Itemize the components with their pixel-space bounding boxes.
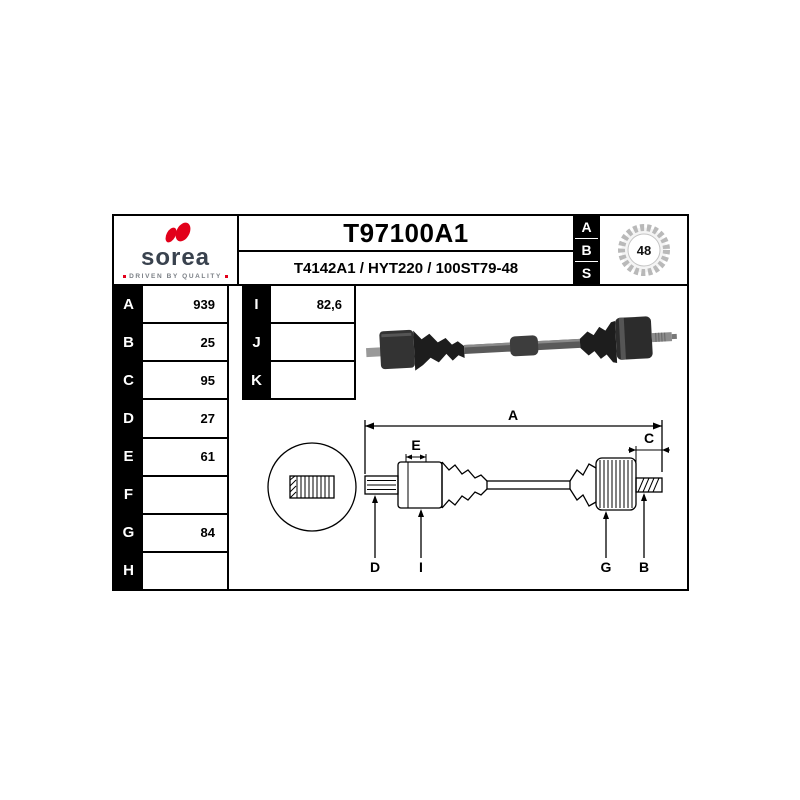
spec-value: 82,6	[316, 296, 342, 312]
spec-row: G 84	[114, 514, 227, 553]
spec-value: 27	[200, 410, 215, 426]
spec-row: J	[242, 324, 354, 362]
spec-row: H	[114, 552, 227, 589]
right-boot	[569, 463, 597, 507]
leader-arrows	[372, 493, 647, 558]
spec-label: K	[242, 362, 271, 398]
spec-table-main: A 939 B 25 C 95 D 27 E 61 F G 84 H	[114, 286, 229, 589]
abs-letter-s: S	[575, 262, 598, 284]
spec-value: 939	[193, 296, 215, 312]
dimension-e	[405, 454, 427, 462]
dim-label-a: A	[508, 407, 518, 423]
spec-value	[271, 362, 354, 398]
dim-label-i: I	[419, 559, 423, 575]
spec-row: F	[114, 476, 227, 515]
dimension-c	[628, 446, 670, 474]
spec-value: 25	[200, 334, 215, 350]
dim-label-e: E	[411, 437, 420, 453]
spec-value	[143, 553, 227, 589]
spec-label: D	[114, 400, 143, 437]
spec-label: H	[114, 552, 143, 589]
drive-shaft-photo	[366, 316, 677, 371]
brand-logo: sorea DRIVEN BY QUALITY	[114, 216, 239, 286]
left-boot	[441, 461, 488, 509]
spline-detail-circle	[267, 442, 357, 532]
brand-name: sorea	[140, 243, 211, 271]
spec-label: G	[114, 514, 143, 551]
dimension-a	[364, 420, 663, 474]
abs-column: A B S	[575, 216, 600, 286]
abs-gear-box: 48	[600, 216, 687, 286]
spec-label: I	[242, 286, 271, 322]
spec-value	[271, 324, 354, 360]
part-number-title: T97100A1	[239, 216, 573, 252]
abs-letter-a: A	[575, 216, 598, 238]
spec-row: I 82,6	[242, 286, 354, 324]
spec-value: 84	[200, 525, 215, 541]
spec-row: D 27	[114, 400, 227, 439]
spec-label: B	[114, 324, 143, 361]
dim-label-g: G	[601, 559, 612, 575]
spec-row: B 25	[114, 324, 227, 363]
spec-row: E 61	[114, 438, 227, 477]
header-title-box: T97100A1 T4142A1 / HYT220 / 100ST79-48	[239, 216, 575, 286]
spec-label: E	[114, 438, 143, 475]
dim-label-c: C	[644, 430, 654, 446]
left-spline-stub	[364, 475, 399, 495]
spec-value: 61	[200, 449, 215, 465]
reference-subtitle: T4142A1 / HYT220 / 100ST79-48	[293, 259, 519, 277]
technical-drawing: A E C D I G B	[267, 407, 670, 575]
inner-joint-housing	[397, 461, 443, 509]
abs-letter-b: B	[575, 239, 598, 261]
datasheet: sorea DRIVEN BY QUALITY T97100A1 T4142A1…	[112, 214, 689, 591]
spec-label: F	[114, 476, 143, 513]
spec-row: C 95	[114, 362, 227, 401]
spec-value: 95	[200, 372, 215, 388]
gear-icon: 48	[617, 224, 670, 276]
spec-table-secondary: I 82,6 J K	[242, 286, 356, 400]
spec-row: K	[242, 362, 354, 398]
spec-value	[143, 477, 227, 513]
dim-label-d: D	[370, 559, 380, 575]
outer-joint	[595, 457, 637, 511]
spec-label: J	[242, 324, 271, 360]
shaft-bar	[486, 480, 571, 490]
spec-label: A	[114, 286, 143, 323]
brand-tagline: DRIVEN BY QUALITY	[123, 273, 228, 280]
sorea-swirl-icon	[165, 222, 190, 242]
spec-label: C	[114, 362, 143, 399]
tooth-count: 48	[636, 243, 650, 258]
dim-label-b: B	[639, 559, 649, 575]
spec-row: A 939	[114, 286, 227, 325]
right-spline-stub	[635, 477, 663, 493]
